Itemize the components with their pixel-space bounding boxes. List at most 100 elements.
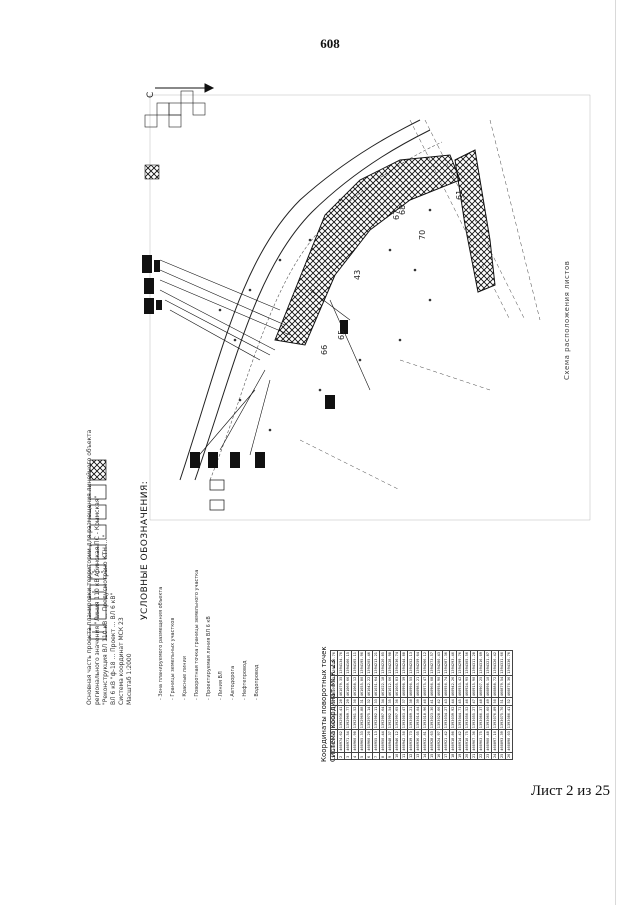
table-cell: 48 <box>477 697 485 706</box>
table-cell: 13 <box>414 752 422 760</box>
table-cell: 1392936.25 <box>330 705 338 730</box>
table-cell: 1392975.14 <box>365 705 373 730</box>
table-cell: 1392961.52 <box>351 705 359 730</box>
table-cell: 35 <box>386 697 394 706</box>
drawing-plan <box>89 83 591 640</box>
table-cell: 460898.10 <box>484 675 492 698</box>
table-cell: 460914.42 <box>456 729 464 753</box>
table-cell: 1394259.64 <box>414 650 422 676</box>
heading-block: Основная часть проекта планировки террит… <box>86 430 134 705</box>
legend-title: УСЛОВНЫЕ ОБОЗНАЧЕНИЯ: <box>140 480 150 620</box>
table-cell: 460998.39 <box>400 675 408 698</box>
table-cell: 22 <box>477 752 485 760</box>
table-cell: 460942.26 <box>449 675 457 698</box>
table-cell: 460990.55 <box>407 675 415 698</box>
legend-symbols <box>89 459 225 640</box>
table-cell: 460960.98 <box>351 729 359 753</box>
legend-item: - Линия ВЛ <box>218 671 224 700</box>
table-cell: 460955.13 <box>372 729 380 753</box>
table-cell: 16 <box>435 752 443 760</box>
table-cell: 47 <box>470 697 478 706</box>
sheet-label: Лист 2 из 25 <box>530 783 610 799</box>
table-cell: 1394299.76 <box>456 650 464 676</box>
table-cell: 24 <box>491 752 499 760</box>
table-cell: 1394244.88 <box>400 650 408 676</box>
planned-zone <box>274 154 461 346</box>
table-cell: 460950.74 <box>442 675 450 698</box>
table-cell: 36 <box>393 697 401 706</box>
table-cell: 1393018.96 <box>421 705 429 730</box>
table-cell: 1393034.27 <box>442 705 450 730</box>
table-cell: 460948.37 <box>386 729 394 753</box>
table-cell: 7 <box>372 752 380 760</box>
table-cell: 460903.75 <box>477 729 485 753</box>
map-label: 66 <box>320 344 329 355</box>
table-cell: 40 <box>421 697 429 706</box>
table-cell: 1394266.12 <box>421 650 429 676</box>
table-cell: 460965.33 <box>358 729 366 753</box>
legend-item: - Поворотная точка границы земельного уч… <box>194 569 200 700</box>
legend-item: - Автодорога <box>230 665 236 700</box>
table-cell: 460897.10 <box>491 729 499 753</box>
table-cell: 28 <box>337 697 345 706</box>
table-cell: 1394311.28 <box>470 650 478 676</box>
table-cell: 460958.90 <box>435 675 443 698</box>
table-cell: 1393014.04 <box>414 705 422 730</box>
parcel-boundaries <box>299 119 541 491</box>
table-cell: 1394293.40 <box>449 650 457 676</box>
table-cell: 1393028.66 <box>435 705 443 730</box>
table-cell: 1394336.76 <box>505 650 513 676</box>
table-cell: 460950.44 <box>379 729 387 753</box>
table-cell: 1394287.36 <box>442 650 450 676</box>
table-cell: 42 <box>435 697 443 706</box>
scan-edge <box>615 0 616 905</box>
table-cell: 1392987.64 <box>379 705 387 730</box>
road-line <box>209 141 443 481</box>
table-cell: 460942.50 <box>400 729 408 753</box>
table-cell: 1393080.41 <box>505 705 513 730</box>
table-cell: 460936.05 <box>414 729 422 753</box>
table-cell: 23 <box>484 752 492 760</box>
table-cell: 30 <box>351 697 359 706</box>
table-cell: 1394321.87 <box>484 650 492 676</box>
table-cell: 1394134.70 <box>337 650 345 676</box>
road-line <box>179 119 421 481</box>
table-cell: 43 <box>442 697 450 706</box>
table-cell: 11 <box>400 752 408 760</box>
scheme-title: Схема расположения листов <box>563 260 571 380</box>
table-cell: 12 <box>407 752 415 760</box>
table-cell: 38 <box>407 697 415 706</box>
table-cell: 460974.62 <box>337 729 345 753</box>
table-cell: 1394236.74 <box>393 650 401 676</box>
table-cell: 49 <box>484 697 492 706</box>
table-cell: 460910.75 <box>463 729 471 753</box>
table-cell: 1394316.09 <box>477 650 485 676</box>
table-cell: 1394220.85 <box>379 650 387 676</box>
map-label: 61 <box>455 189 464 200</box>
table-cell: 1394213.21 <box>372 650 380 676</box>
table-cell: 4 <box>351 752 359 760</box>
legend-item: - Границы земельных участков <box>170 617 176 700</box>
table-cell: 460983.21 <box>414 675 422 698</box>
table-cell: 1392969.88 <box>358 705 366 730</box>
table-cell: 460918.86 <box>449 729 457 753</box>
table-cell: 41 <box>428 697 436 706</box>
